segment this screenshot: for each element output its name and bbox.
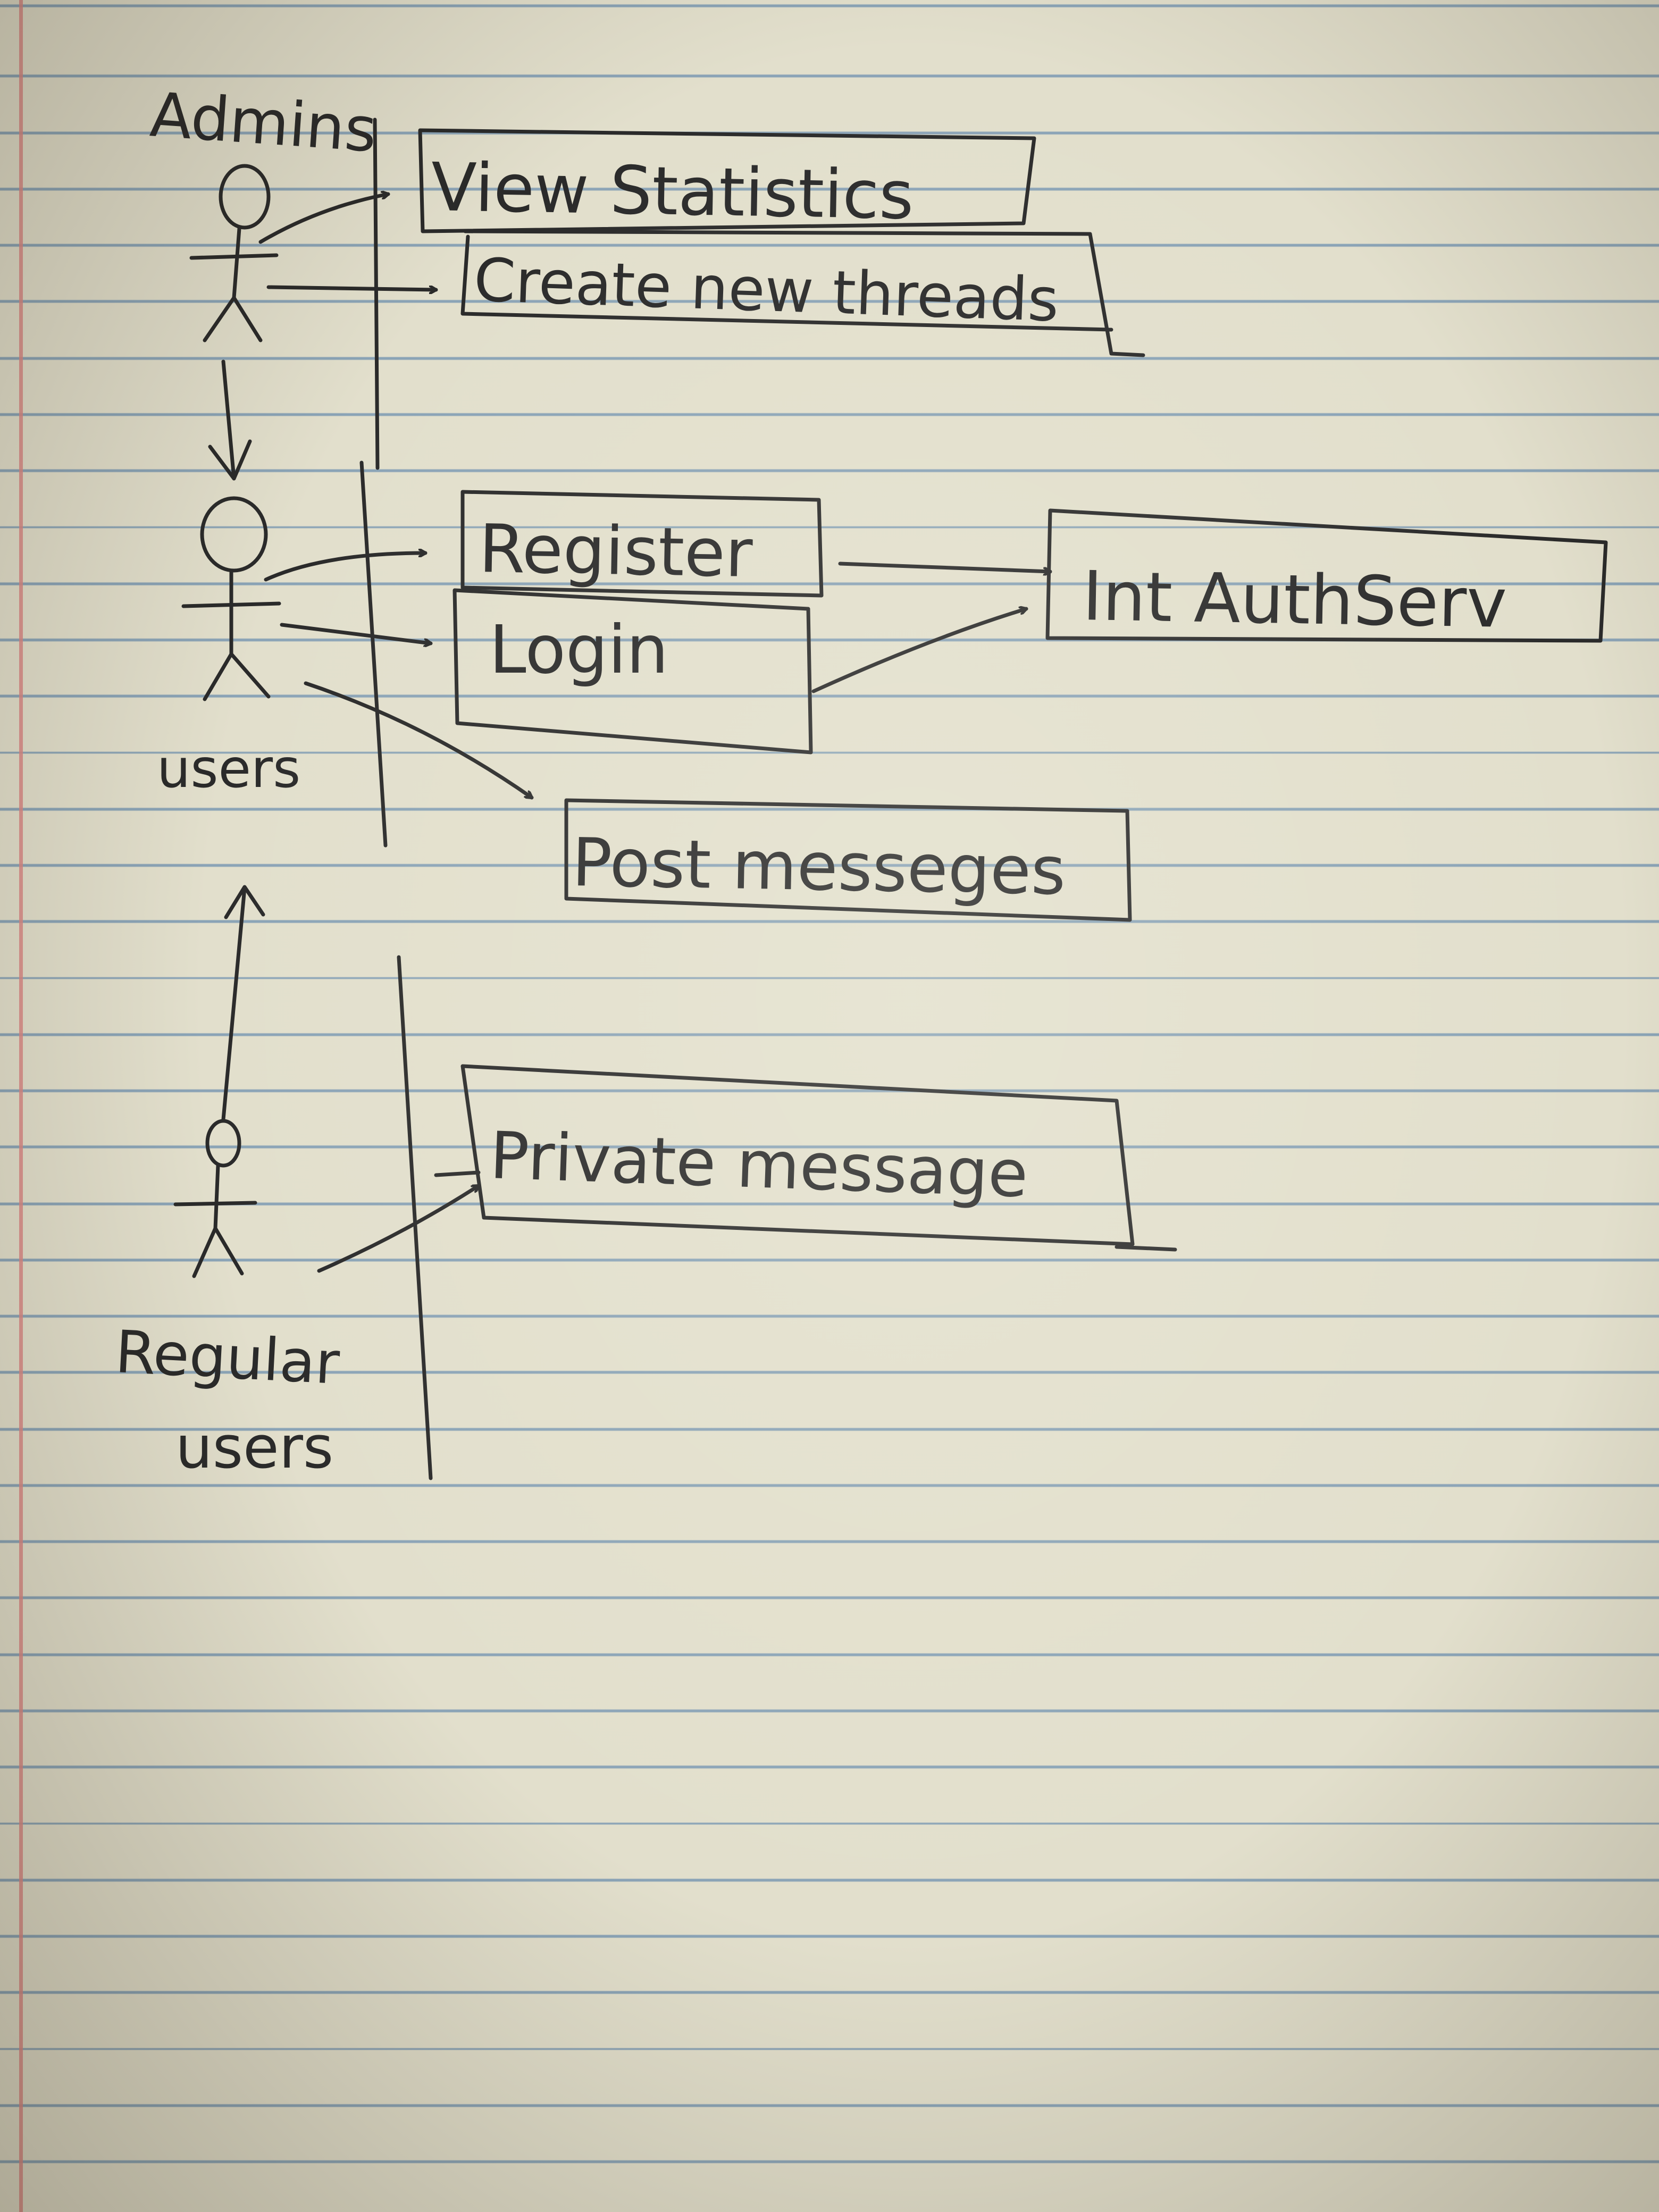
users-actor-figure: [181, 496, 281, 701]
register-box: [460, 490, 824, 598]
regular-users-label-line2: users: [175, 1413, 333, 1481]
create-threads-label: Create new threads: [473, 246, 1060, 335]
system-boundary-top: [373, 118, 380, 470]
private-message-label: Private message: [489, 1118, 1029, 1212]
login-label: Login: [489, 611, 668, 689]
system-boundary-bottom: [397, 955, 433, 1480]
private-message-box: [460, 1064, 1177, 1252]
admin-actor-figure: [189, 164, 279, 342]
admin-to-view-statistics-arrow: [258, 194, 388, 244]
register-label: Register: [478, 510, 753, 592]
post-messages-label: Post messeges: [571, 824, 1066, 910]
users-to-login-arrow: [280, 623, 431, 643]
view-statistics-label: View Statistics: [430, 149, 914, 234]
post-messages-box: [564, 798, 1132, 922]
login-box: [453, 588, 813, 755]
admin-to-create-threads-arrow: [266, 285, 438, 290]
view-statistics-box: [418, 128, 1036, 233]
system-boundary-middle: [359, 460, 388, 848]
regular-to-users-arrow: [221, 886, 247, 1121]
auth-service-box: [1045, 508, 1608, 643]
admins-to-users-arrow: [221, 359, 236, 481]
create-threads-box: [460, 229, 1145, 357]
regular-to-private-message-arrow: [317, 1184, 479, 1273]
admins-label: Admins: [148, 79, 379, 166]
users-to-register-arrow: [264, 553, 428, 582]
regular-users-actor-figure: [173, 1119, 257, 1278]
login-to-auth-arrow: [811, 609, 1026, 693]
margin-line: [19, 0, 23, 2212]
register-to-auth-arrow: [838, 562, 1052, 572]
regular-users-label-line1: Regular: [114, 1318, 342, 1397]
users-label: users: [157, 738, 300, 800]
users-to-post-messages-arrow: [304, 681, 532, 800]
auth-service-label: Int AuthServ: [1082, 557, 1507, 643]
